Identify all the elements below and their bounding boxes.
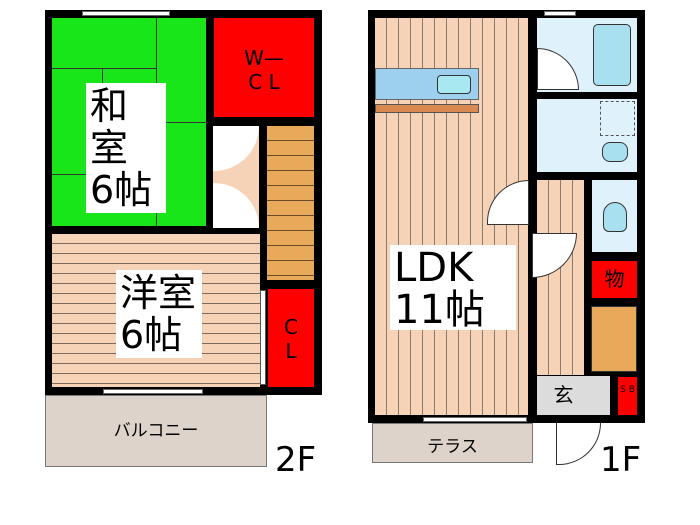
window-1f-top [544,11,576,16]
window-2f-top [82,11,170,16]
storage-closet: 物 [592,261,637,298]
washitsu-size: 6帖 [90,168,153,212]
entrance: 玄 [537,376,610,415]
youshitsu-size: 6帖 [120,313,183,357]
toilet [603,202,627,232]
counter-bar [375,104,479,113]
terrace-label: テラス [427,437,478,457]
wcl-label-line1: W— [244,46,284,70]
hallway-2f [213,126,259,228]
washing-machine-space [600,101,635,136]
cl-label-line1: C [284,315,298,339]
kitchen-sink [437,75,471,94]
toilet-room [592,180,637,252]
window-2f-bottom [103,389,203,394]
front-door[interactable] [556,423,601,465]
ldk-size: 11帖 [394,287,485,333]
ldk-name: LDK [394,245,474,291]
floor-2-plan: 和室 6帖 W— C L 洋室 6帖 C L バルコニー 2F [0,0,340,480]
balcony-label: バルコニー [113,421,199,441]
cl-label-line2: L [285,339,297,363]
washitsu-label: 和室 6帖 [86,83,166,213]
washitsu-name: 和室 [90,84,129,170]
kitchen-counter [375,68,479,100]
walk-in-closet: W— C L [214,18,314,117]
floor-label-1f: 1F [600,440,642,480]
staircase-1f [591,306,637,372]
closet: C L [268,289,314,387]
bathroom [537,18,637,92]
floor-label-2f: 2F [275,440,317,480]
window-1f-terrace [423,417,527,422]
staircase-2f [267,126,314,280]
balcony [45,395,267,467]
bath-door[interactable] [537,48,579,90]
bathtub [593,24,631,86]
youshitsu-label: 洋室 6帖 [116,270,202,358]
terrace [372,423,533,463]
youshitsu-name: 洋室 [120,271,197,315]
washroom [537,99,637,172]
shoe-box: S B [618,377,637,415]
closet-door[interactable] [260,290,266,385]
ldk-label: LDK 11帖 [390,245,516,333]
washbasin [602,142,628,162]
hallway-1f [537,180,584,375]
wcl-label-line2: C L [248,70,280,94]
